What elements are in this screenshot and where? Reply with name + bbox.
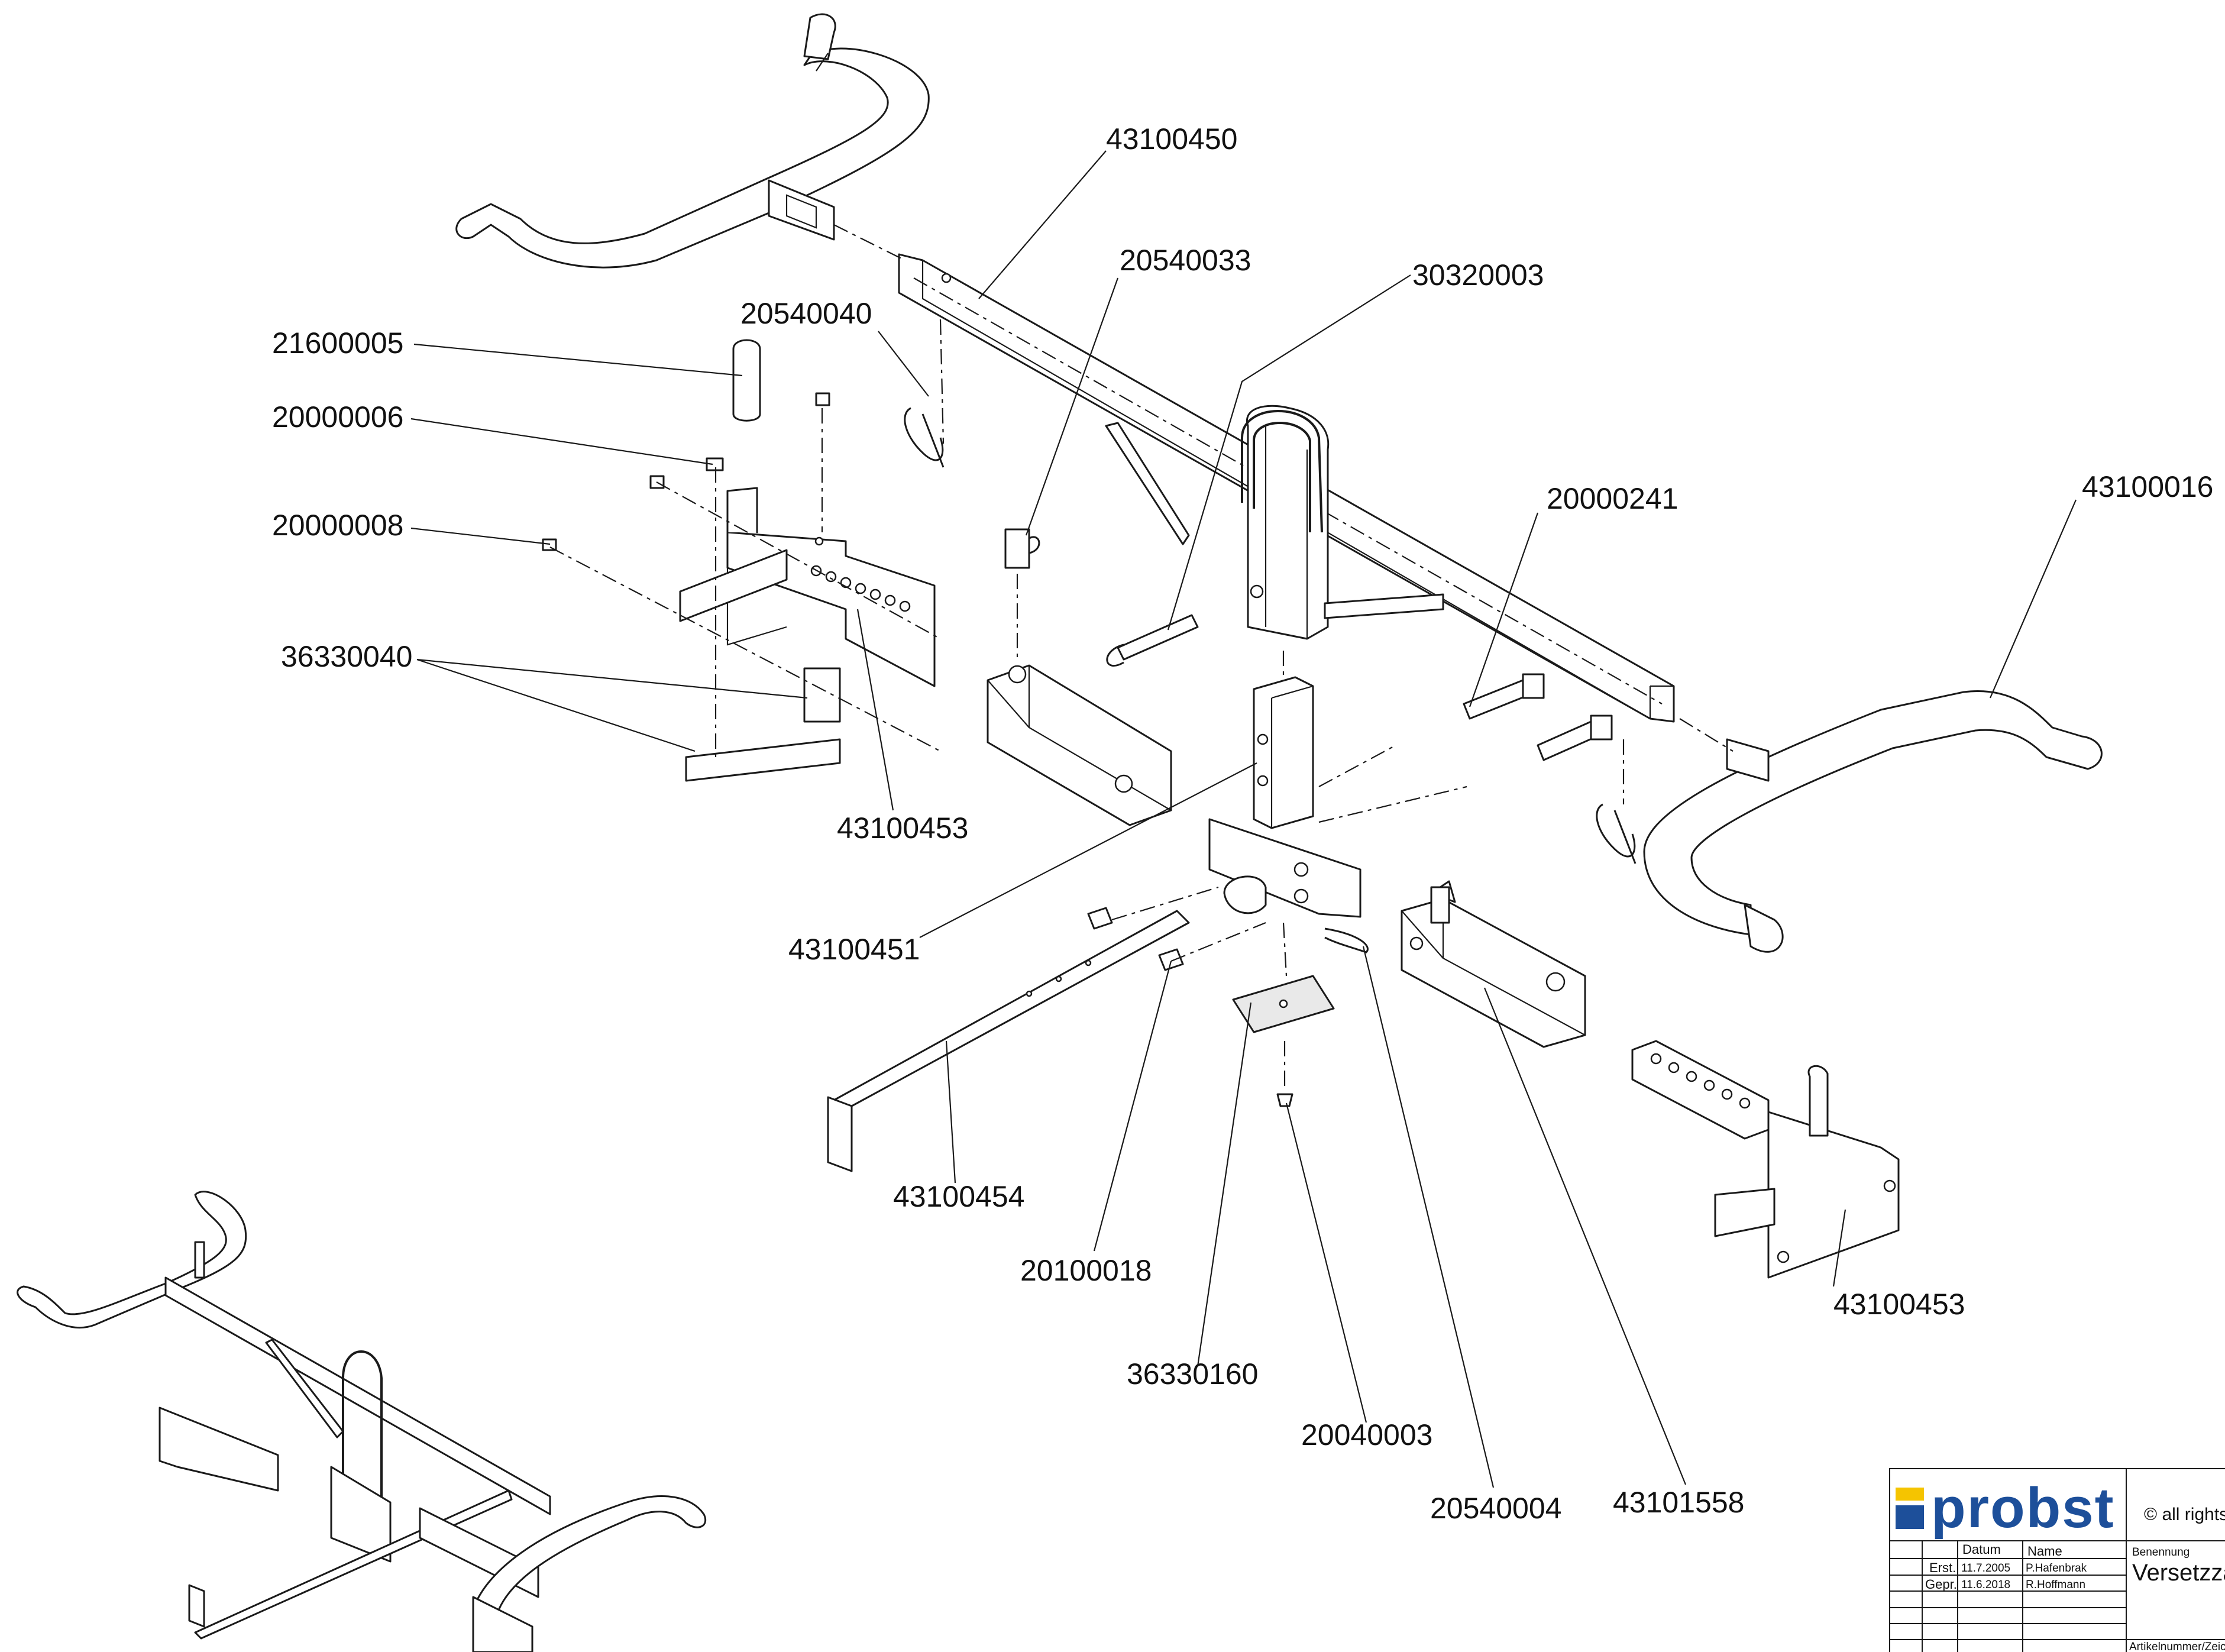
right-slide-tube bbox=[1401, 880, 1586, 1048]
callout-label: 43100451 bbox=[788, 933, 920, 966]
row1-label: Erst. bbox=[1929, 1560, 1956, 1575]
callout-label: 43100450 bbox=[1106, 122, 1237, 156]
callout-label: 20000006 bbox=[272, 400, 403, 434]
designation-label: Benennung bbox=[2132, 1546, 2190, 1559]
assembly-overview bbox=[17, 1191, 707, 1652]
row1-date: 11.7.2005 bbox=[1961, 1562, 2010, 1575]
adjustment-rod bbox=[827, 910, 1190, 1172]
designation-value: Versetzza bbox=[2132, 1560, 2225, 1586]
callout-label: 20000008 bbox=[272, 509, 403, 542]
left-slide-tube bbox=[987, 664, 1172, 826]
brand-bar bbox=[1896, 1505, 1924, 1529]
callout-label: 20540033 bbox=[1120, 244, 1251, 277]
brand-logo: probst bbox=[1931, 1476, 2115, 1540]
column-date: Datum bbox=[1962, 1542, 2001, 1557]
assembly-lines bbox=[549, 224, 1734, 1088]
callout-label: 20040003 bbox=[1301, 1418, 1432, 1451]
callout-label: 20540040 bbox=[740, 297, 872, 330]
top-handlebar bbox=[455, 13, 930, 269]
callout-label: 21600005 bbox=[272, 326, 403, 360]
callout-label: 43100454 bbox=[893, 1180, 1024, 1213]
callout-label: 43101558 bbox=[1613, 1486, 1744, 1519]
lower-tube-assembly bbox=[1208, 676, 1361, 918]
callout-label: 36330040 bbox=[281, 640, 412, 673]
callout-labels: 43100450 20540033 30320003 20540040 2160… bbox=[272, 122, 2213, 1525]
callout-label: 20540004 bbox=[1430, 1492, 1561, 1525]
copyright-text: © all rights bbox=[2144, 1505, 2225, 1524]
center-post bbox=[1105, 405, 1444, 640]
brand-accent-bar bbox=[1896, 1488, 1924, 1501]
article-number-label: Artikelnummer/Zeic bbox=[2129, 1641, 2225, 1652]
leader-lines bbox=[410, 150, 2077, 1488]
column-name: Name bbox=[2027, 1544, 2062, 1559]
row1-name: P.Hafenbrak bbox=[2026, 1562, 2087, 1575]
title-block: probst © all rights Datum Name Erst. 11.… bbox=[1889, 1468, 2225, 1652]
row2-label: Gepr. bbox=[1925, 1577, 1957, 1592]
callout-label: 36330160 bbox=[1127, 1357, 1258, 1391]
small-parts bbox=[542, 339, 1637, 1107]
callout-label: 20000241 bbox=[1547, 482, 1678, 515]
callout-label: 43100016 bbox=[2082, 470, 2213, 503]
u-bolt bbox=[1241, 410, 1323, 533]
right-handlebar bbox=[1643, 690, 2103, 953]
callout-label: 43100453 bbox=[1833, 1288, 1965, 1321]
callout-label: 43100453 bbox=[837, 812, 968, 845]
row2-date: 11.6.2018 bbox=[1961, 1579, 2010, 1591]
callout-label: 20100018 bbox=[1020, 1254, 1152, 1287]
callout-label: 30320003 bbox=[1412, 258, 1544, 292]
right-bracket bbox=[1631, 1040, 1900, 1279]
row2-name: R.Hoffmann bbox=[2026, 1579, 2085, 1591]
